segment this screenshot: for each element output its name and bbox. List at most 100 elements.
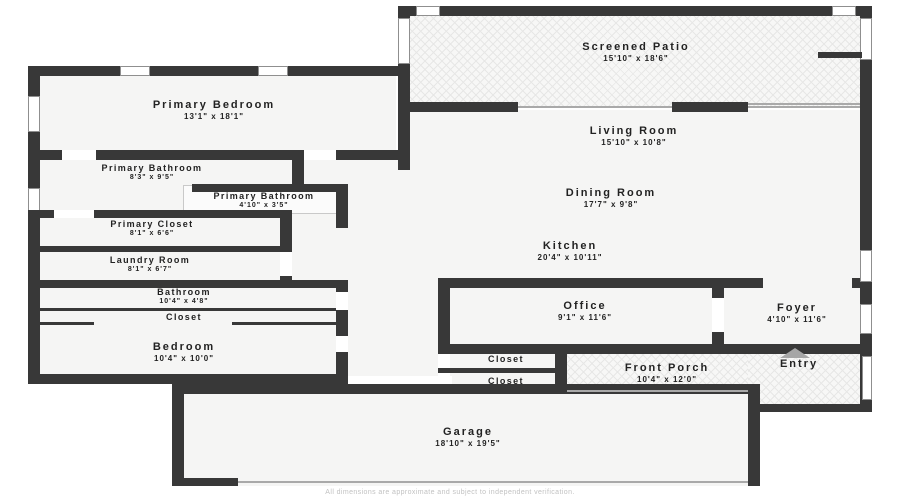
closet-line	[28, 308, 336, 311]
room-area-right-wing	[410, 110, 860, 354]
screen-line	[410, 106, 860, 108]
room-dims: 20'4" x 10'11"	[537, 253, 603, 262]
window	[860, 250, 872, 282]
room-label-closet-upper: Closet	[488, 354, 524, 364]
room-dims: 8'1" x 6'6"	[129, 230, 175, 237]
room-dims: 4'10" x 11'6"	[767, 315, 827, 324]
room-name: Entry	[779, 358, 819, 370]
wall	[852, 278, 872, 288]
door-opening	[300, 150, 336, 160]
window	[28, 188, 40, 212]
room-label-screened-patio: Screened Patio 15'10" x 18'6"	[582, 41, 689, 63]
window	[416, 6, 440, 16]
closet-line	[30, 322, 94, 325]
room-name: Living Room	[589, 125, 679, 137]
wall	[28, 150, 408, 160]
room-name: Laundry Room	[109, 255, 191, 265]
room-name: Primary Bathroom	[213, 190, 315, 201]
room-label-entry: Entry	[780, 358, 818, 370]
door-opening	[54, 210, 94, 218]
wall	[672, 102, 748, 112]
door-opening	[336, 336, 348, 352]
room-name: Bathroom	[157, 287, 211, 297]
wall	[818, 52, 862, 58]
room-dims: 10'4" x 12'0"	[637, 375, 697, 384]
window	[860, 304, 872, 334]
room-area-garage	[184, 394, 748, 486]
closet-line	[232, 322, 336, 325]
room-dims: 9'1" x 11'6"	[557, 313, 613, 322]
wall	[28, 374, 348, 384]
room-name: Screened Patio	[582, 41, 690, 53]
room-label-foyer: Foyer 4'10" x 11'6"	[767, 302, 827, 324]
room-label-closet-lower: Closet	[488, 376, 524, 386]
room-label-bathroom: Bathroom 10'4" x 4'8"	[157, 287, 211, 305]
room-label-living-room: Living Room 15'10" x 10'8"	[590, 125, 679, 147]
disclaimer-text: All dimensions are approximate and subje…	[325, 489, 575, 496]
garage-door	[238, 481, 748, 483]
wall	[28, 66, 408, 76]
room-name: Foyer	[777, 302, 817, 314]
entry-arrow-icon	[780, 348, 810, 358]
room-name: Primary Bedroom	[152, 99, 276, 111]
window	[120, 66, 150, 76]
room-name: Closet	[488, 354, 524, 364]
room-dims: 15'10" x 18'6"	[603, 54, 669, 63]
room-name: Primary Closet	[110, 219, 194, 229]
window	[832, 6, 856, 16]
room-label-primary-bathroom-small: Primary Bathroom 4'10" x 3'5"	[212, 191, 316, 209]
wall	[748, 404, 872, 412]
sliding-door	[748, 103, 860, 105]
room-dims: 17'7" x 9'8"	[583, 200, 639, 209]
room-name: Closet	[488, 376, 524, 386]
wall	[172, 384, 760, 394]
room-name: Front Porch	[624, 362, 710, 374]
window	[862, 356, 872, 400]
room-dims: 18'10" x 19'5"	[435, 439, 501, 448]
door-opening	[438, 353, 450, 368]
room-label-bedroom: Bedroom 10'4" x 10'0"	[153, 341, 215, 363]
wall	[28, 246, 280, 252]
door-opening	[712, 298, 724, 332]
room-dims: 13'1" x 18'1"	[184, 112, 244, 121]
wall	[438, 344, 862, 354]
room-label-office: Office 9'1" x 11'6"	[558, 300, 612, 322]
room-label-hall-closet: Closet	[166, 312, 202, 322]
room-dims: 4'10" x 3'5"	[239, 202, 289, 210]
door-opening	[280, 252, 292, 276]
room-name: Office	[563, 300, 607, 312]
door-opening	[336, 292, 348, 310]
wall	[400, 102, 518, 112]
wall	[172, 478, 238, 486]
window	[860, 18, 872, 60]
room-label-primary-bathroom: Primary Bathroom 8'3" x 9'5"	[102, 163, 203, 181]
wall	[28, 66, 40, 384]
porch-edge	[567, 390, 748, 392]
window	[28, 96, 40, 132]
room-label-front-porch: Front Porch 10'4" x 12'0"	[625, 362, 709, 384]
room-dims: 10'4" x 10'0"	[154, 354, 214, 363]
wall	[748, 384, 760, 486]
room-label-primary-closet: Primary Closet 8'1" x 6'6"	[110, 219, 193, 237]
room-label-garage: Garage 18'10" x 19'5"	[435, 426, 500, 448]
wall	[172, 384, 184, 486]
wall	[400, 6, 872, 16]
window	[398, 18, 410, 64]
room-dims: 8'3" x 9'5"	[129, 174, 175, 181]
door-opening	[62, 150, 96, 160]
room-label-dining-room: Dining Room 17'7" x 9'8"	[566, 187, 656, 209]
room-name: Bedroom	[152, 341, 216, 353]
room-name: Dining Room	[565, 187, 657, 199]
room-name: Closet	[166, 312, 202, 322]
room-label-primary-bedroom: Primary Bedroom 13'1" x 18'1"	[153, 99, 275, 121]
door-opening	[438, 373, 450, 386]
entry-porch-area	[748, 354, 860, 404]
room-name: Kitchen	[542, 240, 598, 252]
wall	[438, 368, 567, 373]
screened-patio-area	[410, 16, 860, 106]
room-name: Garage	[443, 426, 493, 438]
room-dims: 10'4" x 4'8"	[159, 298, 209, 305]
room-dims: 8'1" x 6'7"	[127, 266, 173, 273]
wall	[28, 210, 292, 218]
